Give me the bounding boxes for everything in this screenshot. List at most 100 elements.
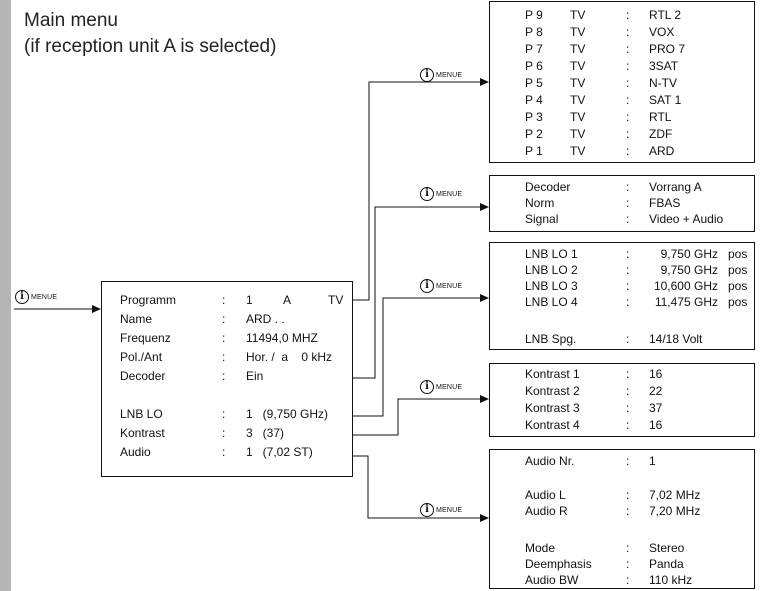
main-colon: : bbox=[222, 369, 226, 383]
main-row-label: Kontrast bbox=[120, 426, 165, 440]
audio-colon: : bbox=[626, 573, 630, 587]
program-colon: : bbox=[626, 110, 630, 124]
main-row-label: Audio bbox=[120, 445, 151, 459]
link-kontrast bbox=[353, 398, 481, 436]
info-icon: i bbox=[420, 68, 434, 82]
main-colon: : bbox=[222, 445, 226, 459]
main-colon: : bbox=[222, 331, 226, 345]
program-colon: : bbox=[626, 59, 630, 73]
program-number: P 4 bbox=[525, 93, 543, 107]
audio-value: Stereo bbox=[649, 541, 685, 555]
program-type: TV bbox=[570, 25, 586, 39]
kontrast-colon: : bbox=[626, 367, 630, 381]
decoder-label: Signal bbox=[525, 212, 559, 226]
program-colon: : bbox=[626, 76, 630, 90]
program-number: P 2 bbox=[525, 127, 543, 141]
program-type: TV bbox=[570, 42, 586, 56]
program-station: N-TV bbox=[649, 76, 677, 90]
menue-label: MENUE bbox=[436, 190, 463, 198]
kontrast-value: 16 bbox=[649, 367, 663, 381]
main-row-label: LNB LO bbox=[120, 407, 163, 421]
lnb-label: LNB LO 4 bbox=[525, 295, 578, 309]
link-programm bbox=[353, 81, 481, 301]
arrowhead-programm bbox=[480, 78, 489, 86]
menue-label: MENUE bbox=[436, 383, 463, 391]
audio-colon: : bbox=[626, 504, 630, 518]
page-title: Main menu bbox=[24, 10, 118, 31]
sidebar-strip bbox=[0, 0, 11, 591]
menue-button-input[interactable]: i MENUE bbox=[15, 290, 57, 304]
program-station: SAT 1 bbox=[649, 93, 682, 107]
program-colon: : bbox=[626, 8, 630, 22]
kontrast-label: Kontrast 3 bbox=[525, 401, 580, 415]
arrowhead-audio bbox=[480, 514, 489, 522]
program-station: VOX bbox=[649, 25, 675, 39]
link-decoder bbox=[353, 206, 481, 379]
kontrast-colon: : bbox=[626, 401, 630, 415]
arrowhead-lnb bbox=[480, 294, 489, 302]
main-row-label: Name bbox=[120, 312, 153, 326]
program-station: 3SAT bbox=[649, 59, 679, 73]
decoder-label: Norm bbox=[525, 196, 555, 210]
main-row-value: 11494,0 MHZ bbox=[246, 331, 318, 345]
main-colon: : bbox=[222, 350, 226, 364]
lnb-suffix: pos bbox=[728, 263, 748, 277]
main-colon: : bbox=[222, 293, 226, 307]
program-station: PRO 7 bbox=[649, 42, 686, 56]
audio-value: Panda bbox=[649, 557, 684, 571]
program-number: P 1 bbox=[525, 144, 543, 158]
main-colon: : bbox=[222, 426, 226, 440]
decoder-value: Video + Audio bbox=[649, 212, 724, 226]
audio-label: Audio L bbox=[525, 488, 566, 502]
kontrast-label: Kontrast 4 bbox=[525, 418, 580, 432]
program-station: RTL 2 bbox=[649, 8, 682, 22]
lnb-suffix: pos bbox=[728, 247, 748, 261]
program-station: ARD bbox=[649, 144, 675, 158]
main-menu-box bbox=[101, 281, 353, 477]
audio-colon: : bbox=[626, 454, 630, 468]
lnb-spg-label: LNB Spg. bbox=[525, 332, 577, 346]
audio-value: 110 kHz bbox=[649, 573, 693, 587]
program-number: P 7 bbox=[525, 42, 543, 56]
menue-label: MENUE bbox=[436, 282, 463, 290]
program-station: ZDF bbox=[649, 127, 673, 141]
arrowhead-decoder bbox=[480, 203, 489, 211]
main-colon: : bbox=[222, 407, 226, 421]
lnb-colon: : bbox=[626, 247, 630, 261]
menue-label: MENUE bbox=[436, 71, 463, 79]
menue-button-kontrast[interactable]: i MENUE bbox=[420, 380, 462, 394]
audio-colon: : bbox=[626, 541, 630, 555]
program-colon: : bbox=[626, 93, 630, 107]
program-station: RTL bbox=[649, 110, 672, 124]
program-number: P 8 bbox=[525, 25, 543, 39]
main-row-value: Ein bbox=[246, 369, 264, 383]
kontrast-label: Kontrast 1 bbox=[525, 367, 580, 381]
kontrast-colon: : bbox=[626, 384, 630, 398]
page-subtitle: (if reception unit A is selected) bbox=[24, 36, 277, 57]
menue-button-programm[interactable]: i MENUE bbox=[420, 68, 462, 82]
lnb-suffix: pos bbox=[728, 279, 748, 293]
menue-button-audio[interactable]: i MENUE bbox=[420, 503, 462, 517]
program-type: TV bbox=[570, 8, 586, 22]
main-programm-type: TV bbox=[328, 293, 344, 307]
decoder-value: Vorrang A bbox=[649, 180, 702, 194]
info-icon: i bbox=[420, 503, 434, 517]
audio-label: Audio Nr. bbox=[525, 454, 575, 468]
audio-colon: : bbox=[626, 488, 630, 502]
menue-button-lnb[interactable]: i MENUE bbox=[420, 279, 462, 293]
program-colon: : bbox=[626, 42, 630, 56]
menue-button-decoder[interactable]: i MENUE bbox=[420, 187, 462, 201]
decoder-colon: : bbox=[626, 212, 630, 226]
decoder-colon: : bbox=[626, 196, 630, 210]
lnb-colon: : bbox=[626, 279, 630, 293]
lnb-colon: : bbox=[626, 263, 630, 277]
lnb-colon: : bbox=[626, 332, 630, 346]
main-colon: : bbox=[222, 312, 226, 326]
main-row-label: Frequenz bbox=[120, 331, 171, 345]
lnb-value: 9,750 GHz bbox=[660, 247, 718, 261]
lnb-value: 11,475 GHz bbox=[654, 295, 718, 309]
audio-label: Deemphasis bbox=[525, 557, 592, 571]
main-row-value: Hor. / a 0 kHz bbox=[246, 350, 333, 364]
audio-label: Audio R bbox=[525, 504, 568, 518]
program-number: P 6 bbox=[525, 59, 543, 73]
